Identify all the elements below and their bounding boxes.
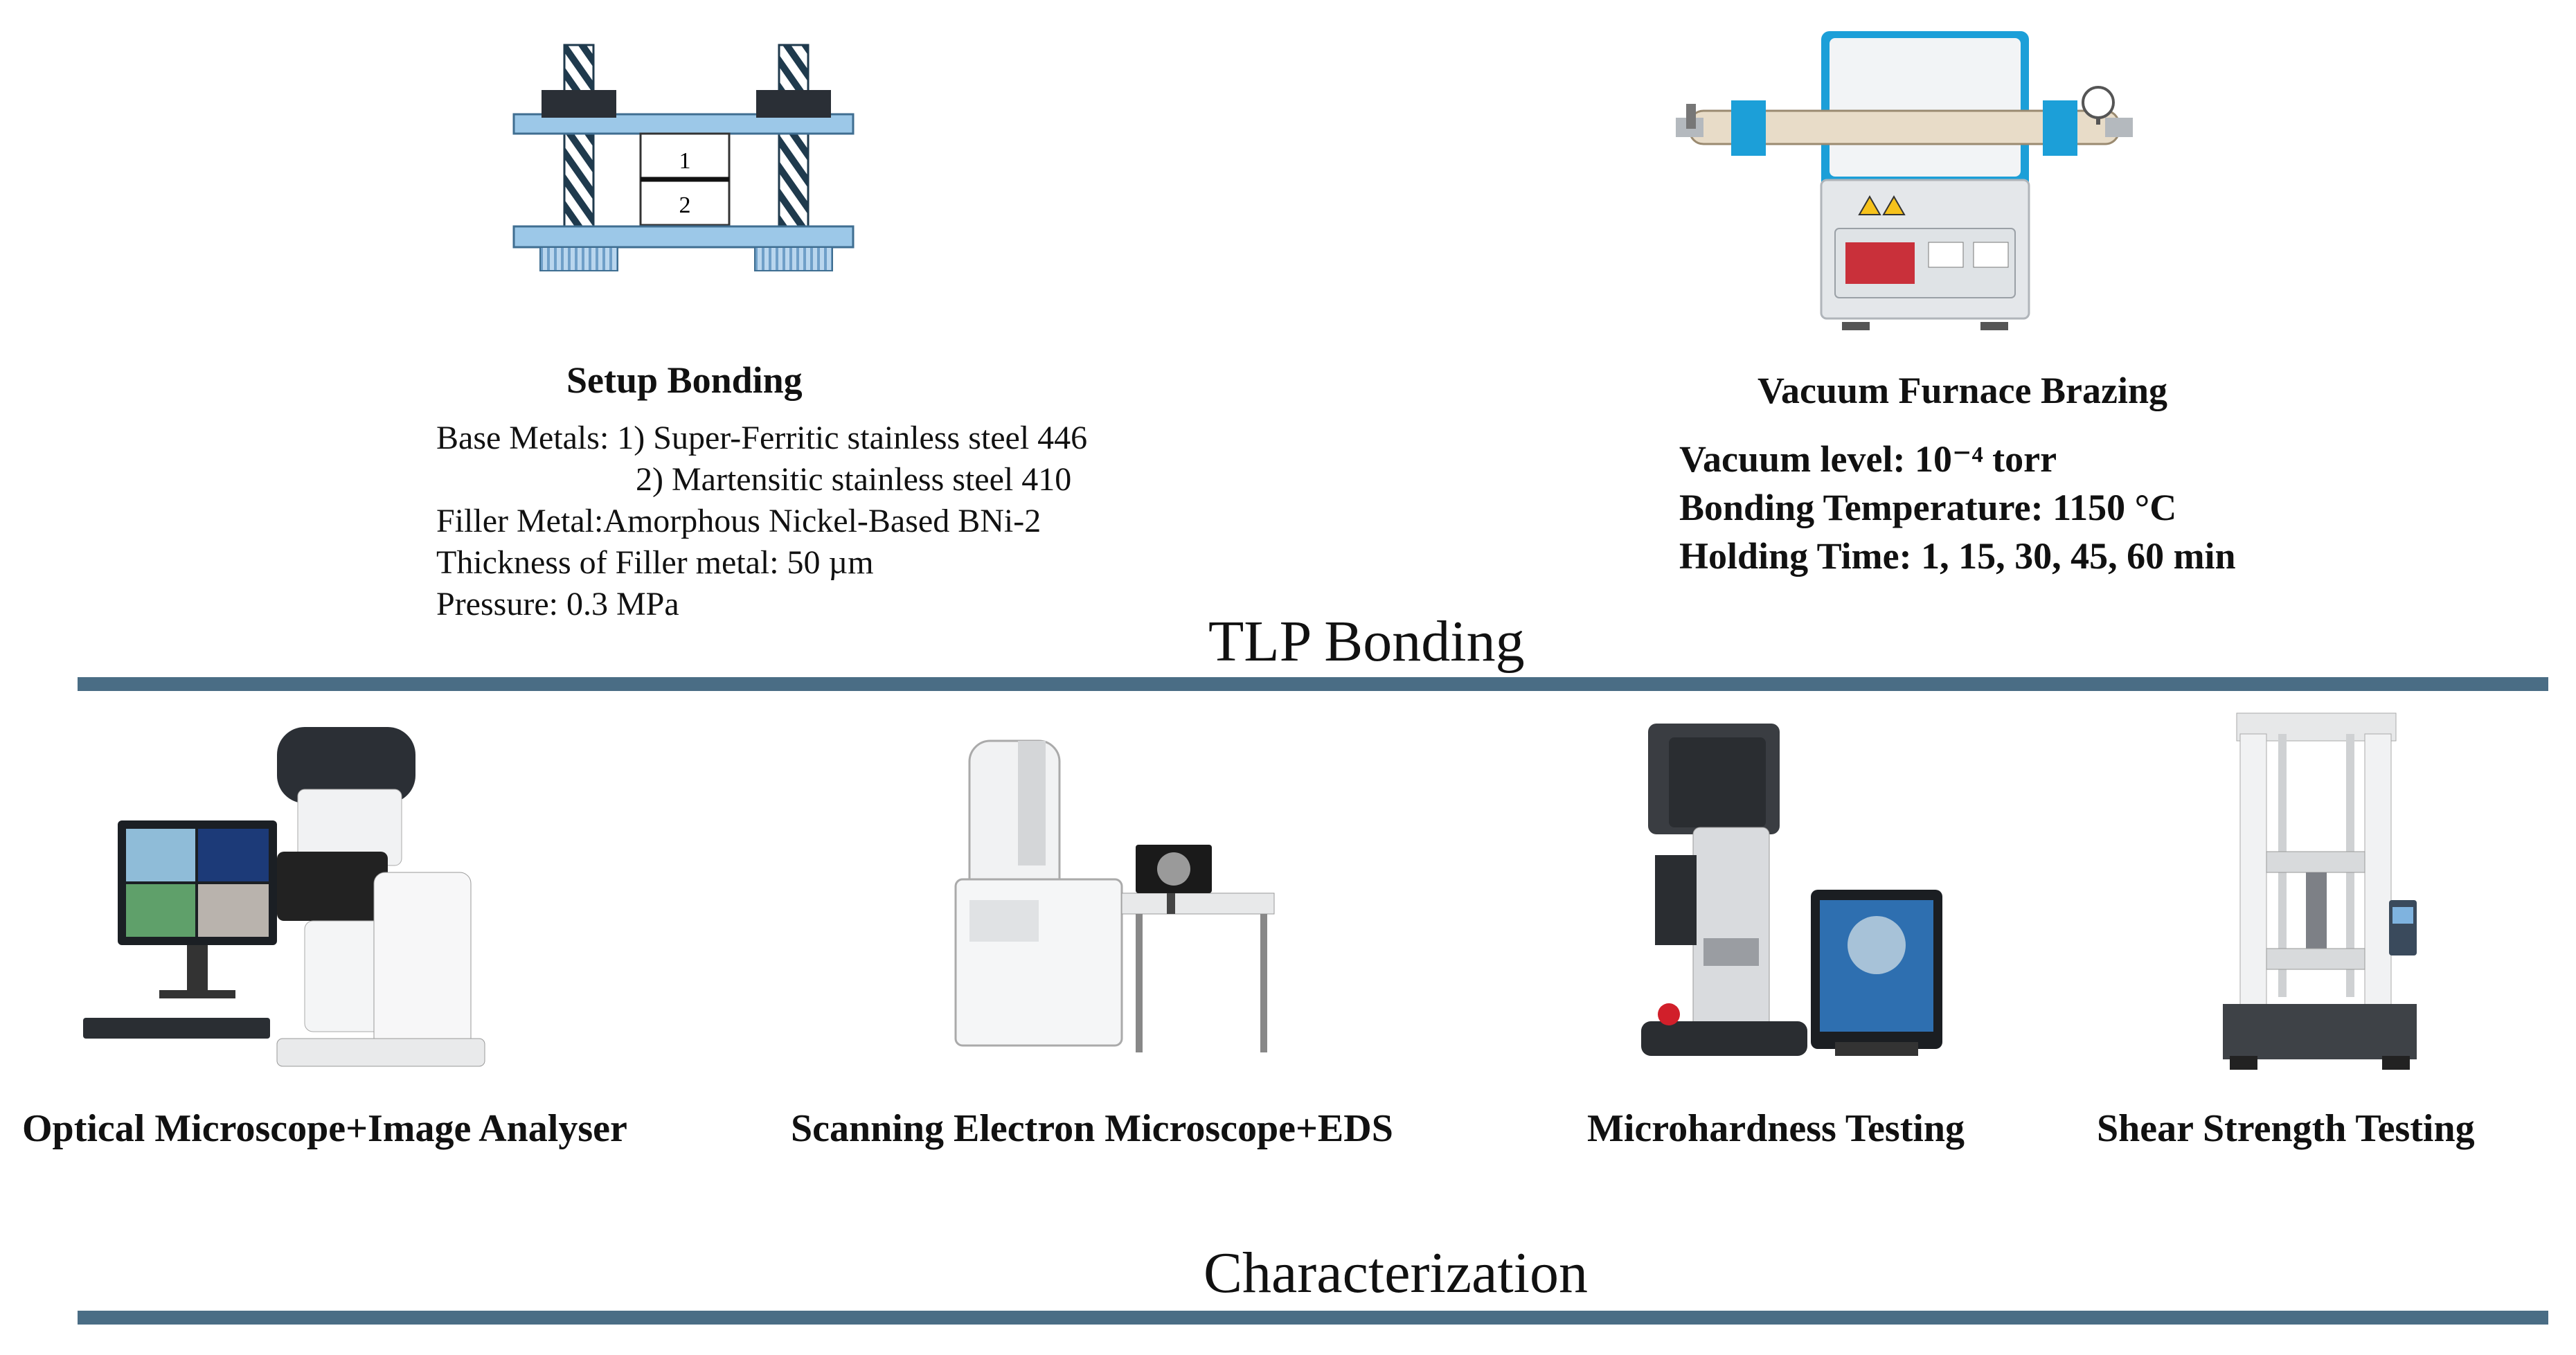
tlp-section-divider — [78, 677, 2548, 691]
specimen-label-2: 2 — [679, 192, 691, 218]
caption-microhardness: Microhardness Testing — [1587, 1107, 1965, 1150]
caption-shear-strength: Shear Strength Testing — [2097, 1107, 2475, 1150]
caption-optical-microscope: Optical Microscope+Image Analyser — [22, 1107, 627, 1150]
bonding-fixture-diagram: 1 2 — [512, 44, 855, 271]
base-metals-line-1: Base Metals: 1) Super-Ferritic stainless… — [436, 420, 1088, 456]
pressure-line: Pressure: 0.3 MPa — [436, 586, 679, 622]
filler-thickness-line: Thickness of Filler metal: 50 µm — [436, 544, 874, 581]
microhardness-tester-icon — [1641, 724, 1942, 1056]
tlp-bonding-section-title: TLP Bonding — [1208, 609, 1525, 674]
vacuum-furnace-title: Vacuum Furnace Brazing — [1757, 370, 2167, 411]
setup-bonding-title: Setup Bonding — [566, 359, 803, 401]
bottom-plate — [512, 225, 855, 249]
filler-metal-line: Filler Metal:Amorphous Nickel-Based BNi-… — [436, 503, 1041, 539]
caption-sem: Scanning Electron Microscope+EDS — [791, 1107, 1393, 1150]
base-metals-line-2: 2) Martensitic stainless steel 410 — [636, 461, 1072, 498]
characterization-section-title: Characterization — [1204, 1241, 1589, 1305]
left-foot — [539, 246, 618, 271]
vacuum-level-line: Vacuum level: 10⁻⁴ torr — [1679, 438, 2057, 480]
right-clamp — [756, 90, 831, 118]
right-foot — [754, 246, 833, 271]
characterization-section-divider — [78, 1311, 2548, 1325]
right-screw — [778, 44, 810, 254]
left-screw — [563, 44, 595, 254]
bonding-temperature-line: Bonding Temperature: 1150 °C — [1679, 487, 2177, 528]
tensile-tester-icon — [2223, 712, 2417, 1070]
specimen-label-1: 1 — [679, 148, 691, 174]
vacuum-tube-furnace-icon — [1676, 31, 2133, 330]
left-clamp — [542, 90, 616, 118]
sem-icon — [954, 739, 1275, 1052]
holding-time-line: Holding Time: 1, 15, 30, 45, 60 min — [1679, 535, 2236, 577]
optical-microscope-icon — [83, 727, 485, 1067]
